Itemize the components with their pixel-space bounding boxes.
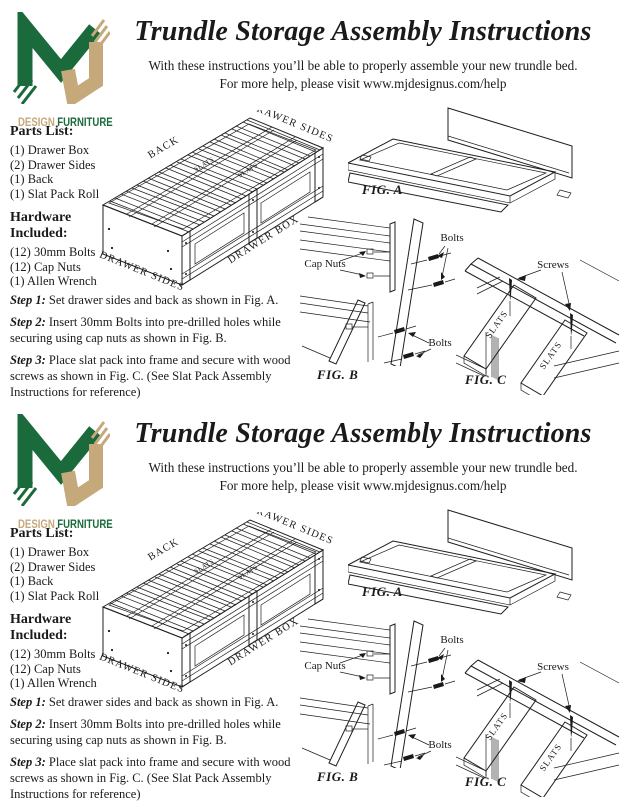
fig-b-cap-nuts-label: Cap Nuts xyxy=(304,660,345,672)
step-3-label: Step 3: xyxy=(10,755,46,769)
subtitle-line2: For more help, please visit www.mjdesign… xyxy=(219,478,507,493)
fig-c-label: FIG. C xyxy=(465,372,507,387)
bed-label-back: BACK xyxy=(146,536,181,563)
parts-list-item: (2) Drawer Sides xyxy=(10,559,96,574)
fig-a-label: FIG. A xyxy=(362,584,403,599)
bed-label-drawer-sides-top: DRAWER SIDES xyxy=(247,512,335,547)
parts-list-heading: Parts List: xyxy=(10,526,74,541)
step-2-text: Insert 30mm Bolts into pre-drilled holes… xyxy=(10,717,281,747)
mj-logo-icon xyxy=(12,5,112,109)
hardware-item: (1) Allen Wrench xyxy=(10,676,97,690)
fig-c-slats-label-2: SLATS xyxy=(537,340,563,372)
step-1: Step 1: Set drawer sides and back as sho… xyxy=(10,292,315,308)
mj-logo-icon xyxy=(12,407,112,511)
parts-list-item: (2) Drawer Sides xyxy=(10,157,96,172)
hardware-heading: Hardware Included: xyxy=(10,210,72,241)
step-3-text: Place slat pack into frame and secure wi… xyxy=(10,353,291,399)
bed-label-drawer-sides-left: DRAWER SIDES xyxy=(98,250,186,290)
step-2: Step 2: Insert 30mm Bolts into pre-drill… xyxy=(10,716,315,748)
step-1-text: Set drawer sides and back as shown in Fi… xyxy=(48,695,279,709)
bed-label-drawer-sides-left: DRAWER SIDES xyxy=(98,652,186,692)
brand-design-text: DESIGN xyxy=(18,517,55,531)
parts-list-item: (1) Back xyxy=(10,574,54,588)
page-title: Trundle Storage Assembly Instructions xyxy=(134,16,592,47)
bed-label-back: BACK xyxy=(146,134,181,161)
parts-list-item: (1) Slat Pack Roll xyxy=(10,588,100,603)
hardware-item: (12) 30mm Bolts xyxy=(10,245,96,259)
hardware-item: (12) Cap Nuts xyxy=(10,661,81,676)
step-2: Step 2: Insert 30mm Bolts into pre-drill… xyxy=(10,314,315,346)
fig-b-label: FIG. B xyxy=(317,769,359,784)
step-2-label: Step 2: xyxy=(10,717,46,731)
parts-list-item: (1) Slat Pack Roll xyxy=(10,186,100,201)
header: Trundle Storage Assembly Instructions Wi… xyxy=(112,418,614,494)
fig-a-illustration xyxy=(348,107,573,213)
brand-furniture-text: FURNITURE xyxy=(57,517,113,531)
subtitle-line2: For more help, please visit www.mjdesign… xyxy=(219,76,507,91)
parts-list-item: (1) Back xyxy=(10,172,54,186)
fig-b-bolts-label-bottom: Bolts xyxy=(428,739,451,751)
fig-a-illustration xyxy=(348,509,573,615)
trundle-bed-illustration: BACK DRAWER SIDES SLATS SLATS DRAWER BOX… xyxy=(98,110,335,290)
hardware-item: (12) Cap Nuts xyxy=(10,259,81,274)
bed-label-slats-2: SLATS xyxy=(237,564,259,581)
assembly-steps: Step 1: Set drawer sides and back as sho… xyxy=(10,292,315,406)
fig-c-slats-label-1: SLATS xyxy=(483,309,509,341)
step-3-label: Step 3: xyxy=(10,353,46,367)
fig-a-label: FIG. A xyxy=(362,182,403,197)
brand-furniture-text: FURNITURE xyxy=(57,115,113,129)
parts-column: Parts List: (1) Drawer Box (2) Drawer Si… xyxy=(10,124,122,289)
fig-b-bolts-label-bottom: Bolts xyxy=(428,337,451,349)
fig-b-label: FIG. B xyxy=(317,367,359,382)
bed-label-slats-2: SLATS xyxy=(237,162,259,179)
assembly-steps: Step 1: Set drawer sides and back as sho… xyxy=(10,694,315,808)
page-title: Trundle Storage Assembly Instructions xyxy=(134,418,592,449)
fig-b-bolts-label-top: Bolts xyxy=(440,232,463,244)
step-3: Step 3: Place slat pack into frame and s… xyxy=(10,352,315,400)
subtitle-line1: With these instructions you’ll be able t… xyxy=(148,460,578,475)
hardware-item: (1) Allen Wrench xyxy=(10,274,97,288)
step-1-label: Step 1: xyxy=(10,293,46,307)
header: Trundle Storage Assembly Instructions Wi… xyxy=(112,16,614,92)
parts-list-item: (1) Drawer Box xyxy=(10,143,90,157)
fig-c-screws-label: Screws xyxy=(537,259,569,271)
fig-c-slats-label-1: SLATS xyxy=(483,711,509,743)
fig-b-illustration: Cap Nuts Bolts Bolts xyxy=(300,216,464,366)
hardware-item: (12) 30mm Bolts xyxy=(10,647,96,661)
fig-c-label: FIG. C xyxy=(465,774,507,789)
fig-b-illustration: Cap Nuts Bolts Bolts xyxy=(300,618,464,768)
brand-design-text: DESIGN xyxy=(18,115,55,129)
bed-label-drawer-sides-top: DRAWER SIDES xyxy=(247,110,335,145)
step-1-text: Set drawer sides and back as shown in Fi… xyxy=(48,293,279,307)
trundle-bed-illustration: BACK DRAWER SIDES SLATS SLATS DRAWER BOX… xyxy=(98,512,335,692)
step-3: Step 3: Place slat pack into frame and s… xyxy=(10,754,315,802)
parts-list-heading: Parts List: xyxy=(10,124,74,139)
step-2-label: Step 2: xyxy=(10,315,46,329)
step-1: Step 1: Set drawer sides and back as sho… xyxy=(10,694,315,710)
parts-list-item: (1) Drawer Box xyxy=(10,545,90,559)
fig-c-illustration: SLATS SLATS Screws xyxy=(456,257,620,395)
step-3-text: Place slat pack into frame and secure wi… xyxy=(10,755,291,801)
parts-column: Parts List: (1) Drawer Box (2) Drawer Si… xyxy=(10,526,122,691)
fig-c-screws-label: Screws xyxy=(537,661,569,673)
step-2-text: Insert 30mm Bolts into pre-drilled holes… xyxy=(10,315,281,345)
fig-c-slats-label-2: SLATS xyxy=(537,742,563,774)
fig-b-cap-nuts-label: Cap Nuts xyxy=(304,258,345,270)
subtitle-line1: With these instructions you’ll be able t… xyxy=(148,58,578,73)
fig-b-bolts-label-top: Bolts xyxy=(440,634,463,646)
step-1-label: Step 1: xyxy=(10,695,46,709)
hardware-heading: Hardware Included: xyxy=(10,612,72,643)
fig-c-illustration: SLATS SLATS Screws xyxy=(456,659,620,797)
